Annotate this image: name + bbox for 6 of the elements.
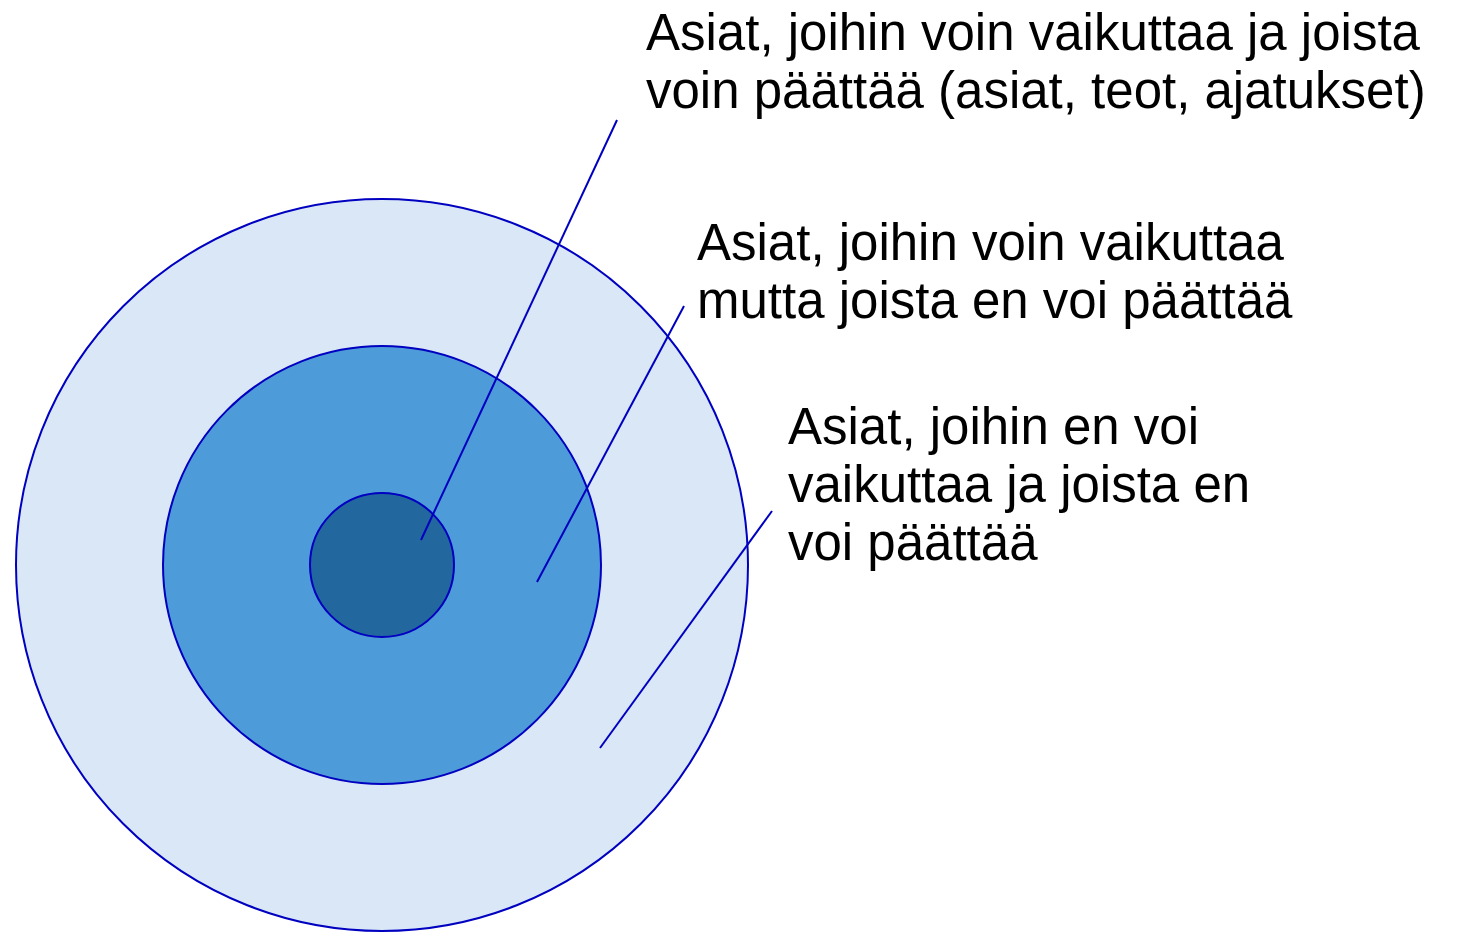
callout-text: Asiat, joihin voin vaikuttaa mutta joista en voi päättää: [697, 214, 1294, 330]
callout-text: Asiat, joihin voin vaikuttaa ja joista voin päättää (asiat, teot, ajatukset): [646, 4, 1427, 120]
leader-line: [420, 119, 618, 541]
callout-text: Asiat, joihin en voi vaikuttaa ja joista en voi päättää: [788, 398, 1252, 572]
leader-line: [536, 305, 685, 583]
leader-line: [599, 510, 773, 749]
